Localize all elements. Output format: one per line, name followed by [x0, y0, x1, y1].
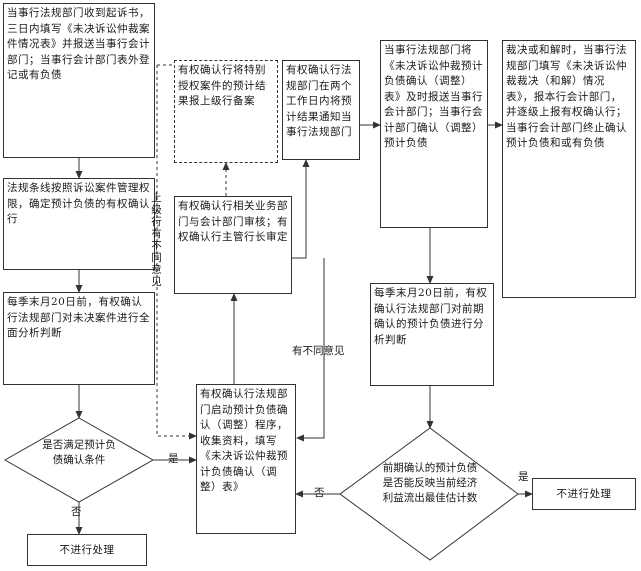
step-no-action-left: 不进行处理: [27, 534, 147, 566]
arrow-superior-disagree: [156, 65, 197, 440]
step-receive-complaint: 当事行法规部门收到起诉书，三日内填写《未决诉讼仲裁案件情况表》并报送当事行会计部…: [3, 3, 155, 158]
step-no-action-right: 不进行处理: [532, 478, 636, 510]
decision-meets-criteria: 是否满足预计负债确认条件: [42, 439, 116, 466]
step-report-accounting: 当事行法规部门将《未决诉讼仲裁预计负债确认（调整）表》及时报送当事行会计部门；当…: [380, 40, 488, 228]
label-yes-1: 是: [168, 453, 179, 465]
step-notify-party-bank: 有权确认行法规部门在两个工作日内将预计结果通知当事行法规部门: [282, 60, 360, 160]
label-yes-2: 是: [518, 471, 529, 483]
step-start-confirmation: 有权确认行法规部门启动预计负债确认（调整）程序，收集资料，填写《未决诉讼仲裁预计…: [196, 384, 296, 534]
decision-diamond-2: [339, 427, 519, 561]
step-quarterly-analysis: 每季末月20日前，有权确认行法规部门对未决案件进行全面分析判断: [3, 292, 155, 385]
label-no-1: 否: [71, 506, 82, 518]
step-review-approve: 有权确认行相关业务部门与会计部门审核；有权确认行主管行长审定: [174, 196, 292, 294]
decision-diamond-1: [3, 417, 155, 503]
label-superior-disagree: 上级行有不同意见: [151, 192, 162, 288]
step-settlement: 裁决或和解时，当事行法规部门填写《未决诉讼仲裁裁决（和解）情况表》，报本行会计部…: [502, 40, 636, 298]
label-no-2: 否: [314, 487, 325, 499]
label-disagree: 有不同意见: [292, 345, 345, 357]
step-determine-authority: 法规条线按照诉讼案件管理权限，确定预计负债的有权确认行: [3, 178, 155, 270]
arrow-n6-n8: [292, 159, 310, 259]
arrow-disagree: [296, 258, 325, 442]
decision-best-estimate: 前期确认的预计负债是否能反映当前经济利益流出最佳估计数: [382, 462, 478, 504]
step-report-superior: 有权确认行将特别授权案件的预计结果报上级行备案: [174, 60, 278, 163]
step-reassess-previous: 每季末月20日前，有权确认行法规部门对前期确认的预计负债进行分析判断: [370, 283, 494, 386]
